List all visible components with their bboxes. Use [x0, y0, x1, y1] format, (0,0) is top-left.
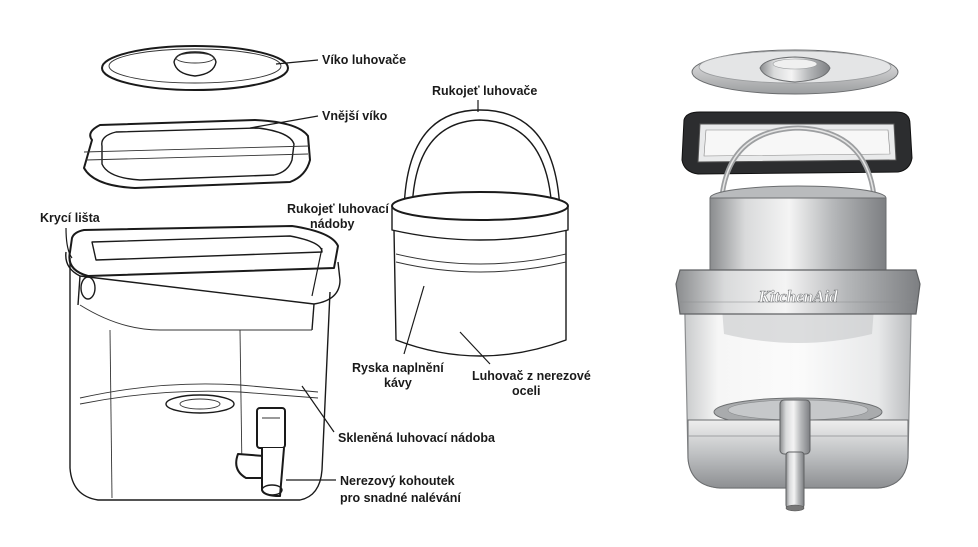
label-outer-lid: Vnější víko [322, 109, 388, 123]
label-spigot-2: pro snadné nalévání [340, 491, 461, 505]
product-photo: KitchenAid [675, 49, 921, 512]
brewer-lid-drawing [101, 45, 289, 91]
label-brewer-handle: Rukojeť luhovače [432, 84, 537, 98]
label-brewer-lid: Víko luhovače [322, 53, 406, 67]
glass-vessel-drawing [65, 225, 341, 501]
label-trim-strip: Krycí lišta [40, 211, 101, 225]
outer-lid-drawing [83, 119, 311, 189]
steel-brewer-drawing [391, 109, 569, 357]
label-coffee-fill-1: Ryska naplnění [352, 361, 444, 375]
label-coffee-fill-2: kávy [384, 376, 412, 390]
label-vessel-handle-2: nádoby [310, 217, 354, 231]
label-steel-brewer-2: oceli [512, 384, 541, 398]
callout-lines [65, 59, 491, 481]
label-vessel-handle-1: Rukojeť luhovací [287, 202, 389, 216]
label-spigot-1: Nerezový kohoutek [340, 474, 455, 488]
brand-logo: KitchenAid [757, 287, 838, 306]
label-steel-brewer-1: Luhovač z nerezové [472, 369, 591, 383]
labels: Víko luhovače Vnější víko Krycí lišta Ru… [40, 53, 591, 505]
label-glass-vessel: Skleněná luhovací nádoba [338, 431, 496, 445]
